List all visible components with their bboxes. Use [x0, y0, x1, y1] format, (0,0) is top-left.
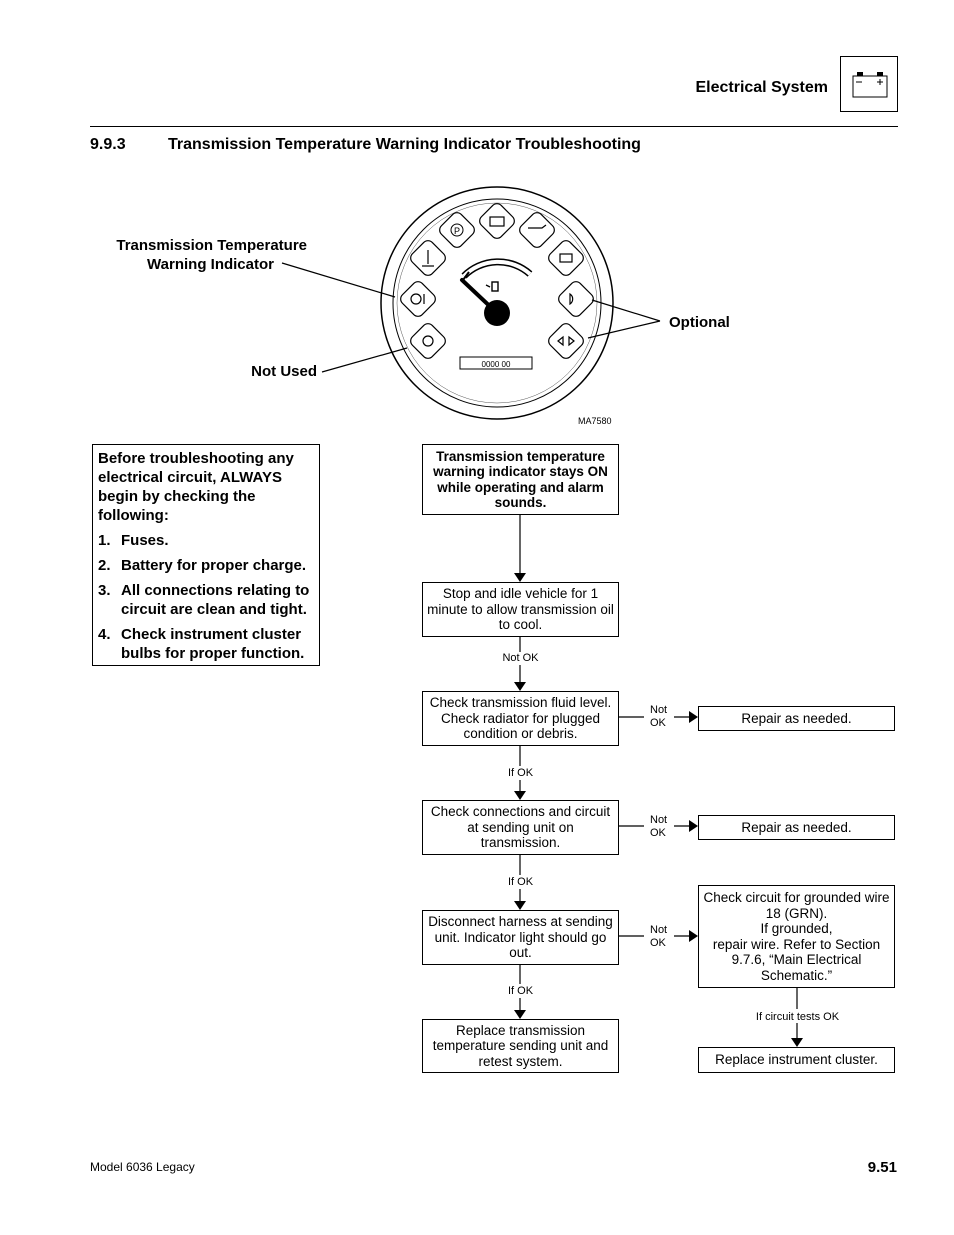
flow-step4-label: If OK: [507, 985, 534, 997]
not-used-icon: [410, 323, 446, 359]
instrument-cluster-gauge: 0000 00: [380, 186, 614, 420]
flow-step3-fix-box: Repair as needed.: [698, 815, 895, 840]
turn-signal-icon: [548, 323, 584, 359]
section-number: 9.9.3: [90, 136, 126, 153]
transmission-temp-icon: [400, 281, 436, 317]
list-item: 3.All connections relating to circuit ar…: [98, 582, 310, 618]
battery-icon: [840, 56, 898, 112]
flow-step4-fix-box: Check circuit for grounded wire 18 (GRN)…: [698, 885, 895, 988]
figure-id: MA7580: [578, 416, 612, 426]
flow-step2-fix-box: Repair as needed.: [698, 706, 895, 731]
callout-trans-temp-line2: Warning Indicator: [147, 256, 274, 273]
footer-model: Model 6036 Legacy: [90, 1160, 195, 1174]
pre-check-note: Before troubleshooting any electrical ci…: [92, 444, 320, 666]
headlight-icon: [558, 281, 594, 317]
flow-step5-box: Replace transmission temperature sending…: [422, 1019, 619, 1073]
gauge-icons: P: [400, 203, 594, 359]
hydraulic-temp-icon: [548, 240, 584, 276]
flow-step2-not-ok: Not OK: [650, 704, 668, 729]
list-item: 4.Check instrument cluster bulbs for pro…: [98, 626, 305, 662]
flow-step3-box: Check connections and circuit at sending…: [422, 800, 619, 855]
note-list: 1.Fuses. 2.Battery for proper charge. 3.…: [98, 531, 314, 663]
chapter-title: Electrical System: [695, 79, 828, 96]
list-item: 2.Battery for proper charge.: [98, 557, 307, 574]
flow-step3-label: If OK: [507, 876, 534, 888]
page-number: 9.51: [867, 1159, 897, 1176]
flow-step4-box: Disconnect harness at sending unit. Indi…: [422, 910, 619, 965]
odometer-readout: 0000 00: [482, 360, 511, 369]
leader-optional-1: [591, 299, 661, 322]
flow-step1-box: Stop and idle vehicle for 1 minute to al…: [422, 582, 619, 637]
callout-not-used: Not Used: [251, 363, 317, 380]
flow-step4-fix-result-box: Replace instrument cluster.: [698, 1047, 895, 1073]
callout-trans-temp-line1: Transmission Temperature: [116, 237, 307, 254]
list-item: 1.Fuses.: [98, 532, 169, 549]
callout-optional: Optional: [669, 314, 730, 331]
flow-step1-label: Not OK: [502, 652, 539, 664]
flow-step4-not-ok: Not OK: [650, 924, 668, 949]
leader-trans-temp: [281, 262, 396, 298]
flow-start-box: Transmission temperature warning indicat…: [422, 444, 619, 515]
battery-warning-icon: [479, 203, 515, 239]
oil-pressure-icon: [519, 212, 555, 248]
leader-optional-2: [587, 320, 661, 339]
flow-step2-label: If OK: [507, 767, 534, 779]
parking-brake-icon: P: [439, 212, 475, 248]
flow-step3-not-ok: Not OK: [650, 814, 668, 839]
note-intro: Before troubleshooting any electrical ci…: [98, 450, 294, 524]
flow-step4-fix-label: If circuit tests OK: [755, 1011, 840, 1023]
header-rule: [90, 126, 898, 127]
leader-not-used: [321, 347, 408, 373]
flow-step2-box: Check transmission fluid level. Check ra…: [422, 691, 619, 746]
svg-text:P: P: [454, 226, 460, 236]
coolant-temp-icon: [410, 240, 446, 276]
section-title: Transmission Temperature Warning Indicat…: [168, 136, 641, 153]
